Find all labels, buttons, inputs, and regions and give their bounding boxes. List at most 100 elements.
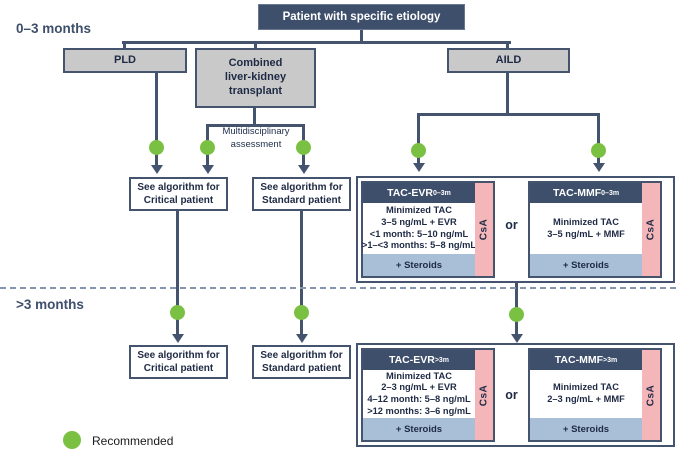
body-line: <1 month: 5–10 ng/mL — [369, 228, 469, 239]
treatment-header: TAC-EVR>3m — [363, 350, 475, 370]
arrowhead-down-icon — [593, 163, 605, 172]
arrowhead-down-icon — [511, 334, 523, 343]
treatment-main: TAC-EVR>3m Minimized TAC 2–3 ng/mL + EVR… — [363, 350, 475, 440]
steroids-footer: + Steroids — [363, 418, 475, 440]
legend-recommended-label: Recommended — [92, 434, 174, 448]
connector-line — [206, 124, 305, 127]
see-algorithm-standard-bottom: See algorithm for Standard patient — [252, 345, 351, 379]
connector-line — [506, 43, 509, 49]
algo-line-1: See algorithm for — [137, 350, 220, 361]
steroids-footer: + Steroids — [363, 254, 475, 276]
steroids-footer: + Steroids — [530, 418, 642, 440]
multidisciplinary-assessment-label: Multidisciplinary assessment — [203, 126, 309, 152]
treatment-main: TAC-MMF>3m Minimized TAC 2–3 ng/mL + MMF… — [530, 350, 642, 440]
arrowhead-down-icon — [172, 334, 184, 343]
recommended-dot — [200, 140, 215, 155]
body-line: 4–12 month: 5–8 ng/mL — [367, 394, 471, 404]
period-separator-dashed-line — [0, 287, 676, 289]
csa-strip: CsA — [642, 183, 660, 276]
branch-node-aild: AILD — [447, 48, 570, 73]
treatment-sub: 0–3m — [601, 189, 620, 197]
treatment-name: TAC-MMF — [554, 354, 603, 366]
branch-node-combined-liver-kidney: Combined liver-kidney transplant — [195, 48, 316, 108]
connector-line — [300, 211, 303, 335]
body-line: 3–5 ng/mL + EVR — [381, 216, 457, 227]
csa-strip: CsA — [475, 183, 493, 276]
treatment-body: Minimized TAC 3–5 ng/mL + EVR <1 month: … — [361, 203, 477, 254]
recommended-dot — [294, 305, 309, 320]
algo-line-2: Standard patient — [262, 195, 341, 206]
csa-strip: CsA — [642, 350, 660, 440]
treatment-box-tac-evr-over-3m: TAC-EVR>3m Minimized TAC 2–3 ng/mL + EVR… — [361, 348, 495, 442]
treatment-header: TAC-MMF>3m — [530, 350, 642, 370]
connector-line — [360, 30, 363, 42]
csa-label: CsA — [478, 218, 490, 241]
or-label-bottom: or — [505, 388, 518, 402]
connector-line — [506, 72, 509, 116]
csa-strip: CsA — [475, 350, 493, 440]
recommended-dot — [149, 140, 164, 155]
combined-line-3: transplant — [228, 84, 283, 97]
connector-line — [597, 113, 600, 163]
connector-line — [253, 107, 256, 126]
treatment-body: Minimized TAC 3–5 ng/mL + MMF — [530, 203, 642, 254]
csa-label: CsA — [645, 384, 657, 406]
arrowhead-down-icon — [413, 163, 425, 172]
body-line: 2–3 ng/mL + MMF — [547, 394, 625, 404]
branch-node-pld: PLD — [63, 48, 187, 73]
connector-line — [122, 41, 511, 44]
recommended-dot — [411, 143, 426, 158]
algo-line-1: See algorithm for — [260, 350, 343, 361]
body-line: 2–3 ng/mL + EVR — [381, 382, 457, 393]
connector-line — [417, 113, 420, 163]
period-label-over-3-months: >3 months — [16, 297, 84, 312]
body-line: Minimized TAC — [553, 382, 619, 393]
treatment-sub: >3m — [603, 356, 618, 364]
treatment-sub: >3m — [434, 356, 450, 364]
treatment-name: TAC-MMF — [552, 187, 602, 199]
body-line: 3–5 ng/mL + MMF — [547, 228, 625, 239]
treatment-box-tac-mmf-over-3m: TAC-MMF>3m Minimized TAC 2–3 ng/mL + MMF… — [528, 348, 662, 442]
body-line: >1–<3 months: 5–8 ng/mL — [361, 240, 477, 251]
connector-line — [176, 211, 179, 335]
connector-line — [254, 43, 257, 49]
arrowhead-down-icon — [298, 165, 310, 174]
body-line: Minimized TAC — [386, 370, 452, 381]
treatment-name: TAC-EVR — [388, 354, 435, 366]
treatment-body: Minimized TAC 2–3 ng/mL + EVR 4–12 month… — [363, 370, 475, 418]
treatment-container-over-3m: TAC-EVR>3m Minimized TAC 2–3 ng/mL + EVR… — [356, 343, 675, 447]
connector-line — [417, 113, 600, 116]
steroids-footer: + Steroids — [530, 254, 642, 276]
root-node-patient-etiology: Patient with specific etiology — [258, 4, 465, 30]
multidisciplinary-line-2: assessment — [230, 138, 282, 150]
multidisciplinary-line-1: Multidisciplinary — [222, 126, 290, 137]
recommended-dot — [170, 305, 185, 320]
arrowhead-down-icon — [296, 334, 308, 343]
algo-line-2: Critical patient — [143, 363, 214, 374]
body-line: Minimized TAC — [386, 205, 452, 216]
recommended-dot — [296, 140, 311, 155]
legend-recommended-dot — [63, 431, 81, 449]
see-algorithm-critical-bottom: See algorithm for Critical patient — [129, 345, 228, 379]
body-line: Minimized TAC — [553, 216, 619, 227]
arrowhead-down-icon — [151, 165, 163, 174]
algo-line-2: Critical patient — [143, 195, 214, 206]
csa-label: CsA — [645, 218, 657, 241]
combined-line-1: Combined — [228, 57, 283, 70]
algo-line-1: See algorithm for — [260, 182, 343, 193]
connector-line — [123, 43, 126, 49]
see-algorithm-critical-top: See algorithm for Critical patient — [129, 177, 228, 211]
connector-line — [155, 72, 158, 166]
body-line: >12 months: 3–6 ng/mL — [367, 405, 471, 416]
recommended-dot — [591, 143, 606, 158]
arrowhead-down-icon — [202, 165, 214, 174]
recommended-dot — [509, 307, 524, 322]
